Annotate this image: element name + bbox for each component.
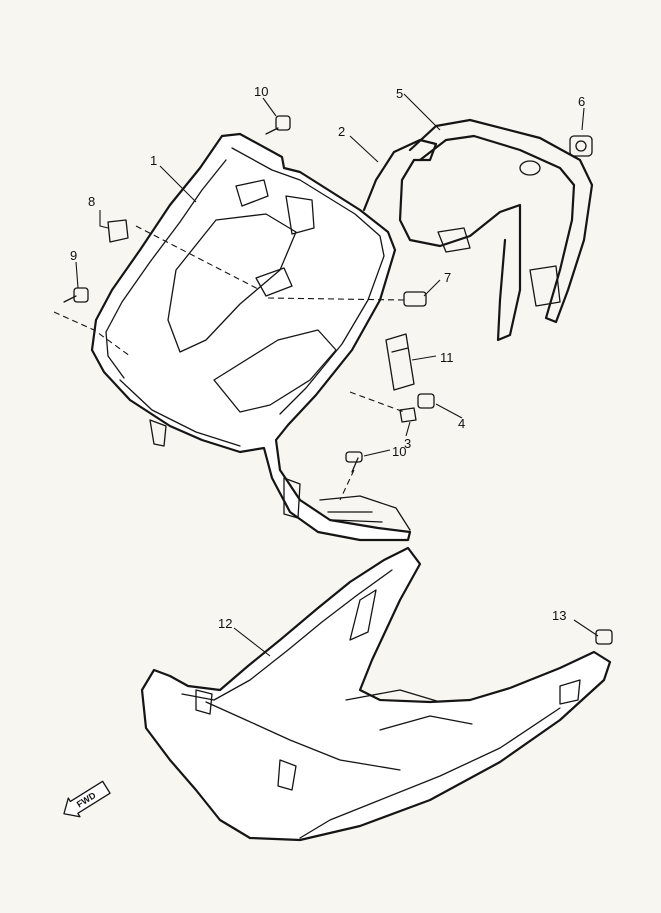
bolt-part-10-lower (345, 451, 363, 473)
callout-4: 4 (458, 416, 465, 431)
callout-9: 9 (70, 248, 77, 263)
callout-13: 13 (552, 608, 566, 623)
leg-shield-part-1 (90, 132, 412, 542)
bracket-part-11 (385, 333, 415, 391)
assembly-lines (53, 225, 405, 501)
label-part-8 (107, 219, 129, 243)
callout-2: 2 (338, 124, 345, 139)
callout-10-upper: 10 (254, 84, 268, 99)
callout-3: 3 (404, 436, 411, 451)
floor-cover-part-12 (140, 546, 612, 842)
callout-11: 11 (440, 350, 454, 365)
grommet-part-6 (569, 135, 593, 157)
callout-5: 5 (396, 86, 403, 101)
nut-part-4 (417, 393, 435, 409)
screw-part-9 (63, 287, 89, 303)
leader-lines (75, 93, 599, 657)
trim-rail-part-5 (408, 118, 594, 324)
callout-6: 6 (578, 94, 585, 109)
fastener-part-13 (595, 629, 613, 645)
callout-12: 12 (218, 616, 232, 631)
bolt-part-10-upper (265, 115, 291, 135)
forward-arrow-icon: FWD (63, 780, 111, 818)
callout-8: 8 (88, 194, 95, 209)
clip-part-7 (403, 291, 427, 307)
callout-1: 1 (150, 153, 157, 168)
clip-part-3 (399, 407, 417, 423)
callout-10-lower: 10 (392, 444, 406, 459)
callout-labels: 1 2 3 4 5 6 7 8 9 10 10 11 12 13 (70, 84, 585, 631)
callout-7: 7 (444, 270, 451, 285)
